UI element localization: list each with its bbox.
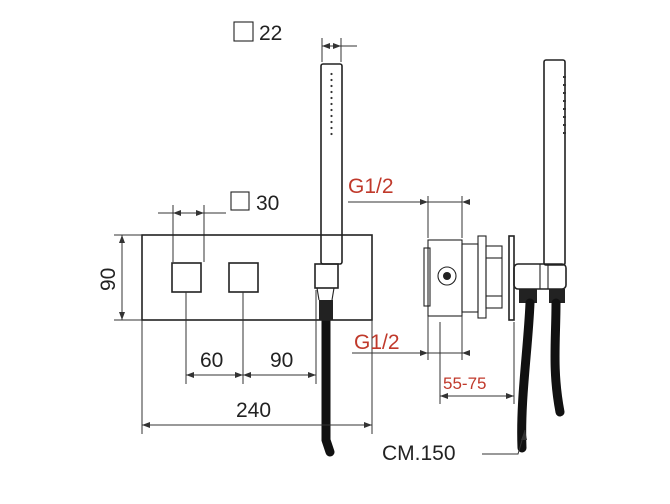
thread-label-top: G1/2 [348, 175, 394, 198]
dim-240-label: 240 [236, 399, 271, 422]
square-22-label: 22 [259, 22, 282, 45]
valve-knob-right [228, 262, 259, 293]
square-30-label: 30 [256, 192, 279, 215]
dimension-60-90 [185, 290, 317, 384]
hand-shower-side [513, 59, 567, 453]
cover-plate [141, 234, 373, 321]
spray-nozzles [330, 72, 333, 136]
valve-body-side [423, 235, 515, 321]
thread-label-bottom: G1/2 [354, 331, 400, 354]
square-symbol-22 [233, 21, 254, 42]
depth-range-label: 55-75 [443, 374, 486, 393]
dimension-height-90 [114, 234, 142, 321]
dimension-thread-bottom [352, 316, 470, 360]
hose-length-label: CM.150 [382, 442, 456, 465]
dim-90-label: 90 [270, 349, 293, 372]
height-90-label: 90 [97, 268, 120, 291]
valve-knob-left [171, 262, 202, 293]
dimension-depth [439, 322, 515, 404]
dimension-240 [141, 320, 373, 434]
hand-shower-front [314, 63, 343, 457]
dimension-thread-top [348, 196, 470, 238]
square-symbol-30 [230, 191, 250, 211]
dimension-22 [321, 38, 357, 62]
dimension-30 [158, 205, 226, 262]
dim-60-label: 60 [200, 349, 223, 372]
